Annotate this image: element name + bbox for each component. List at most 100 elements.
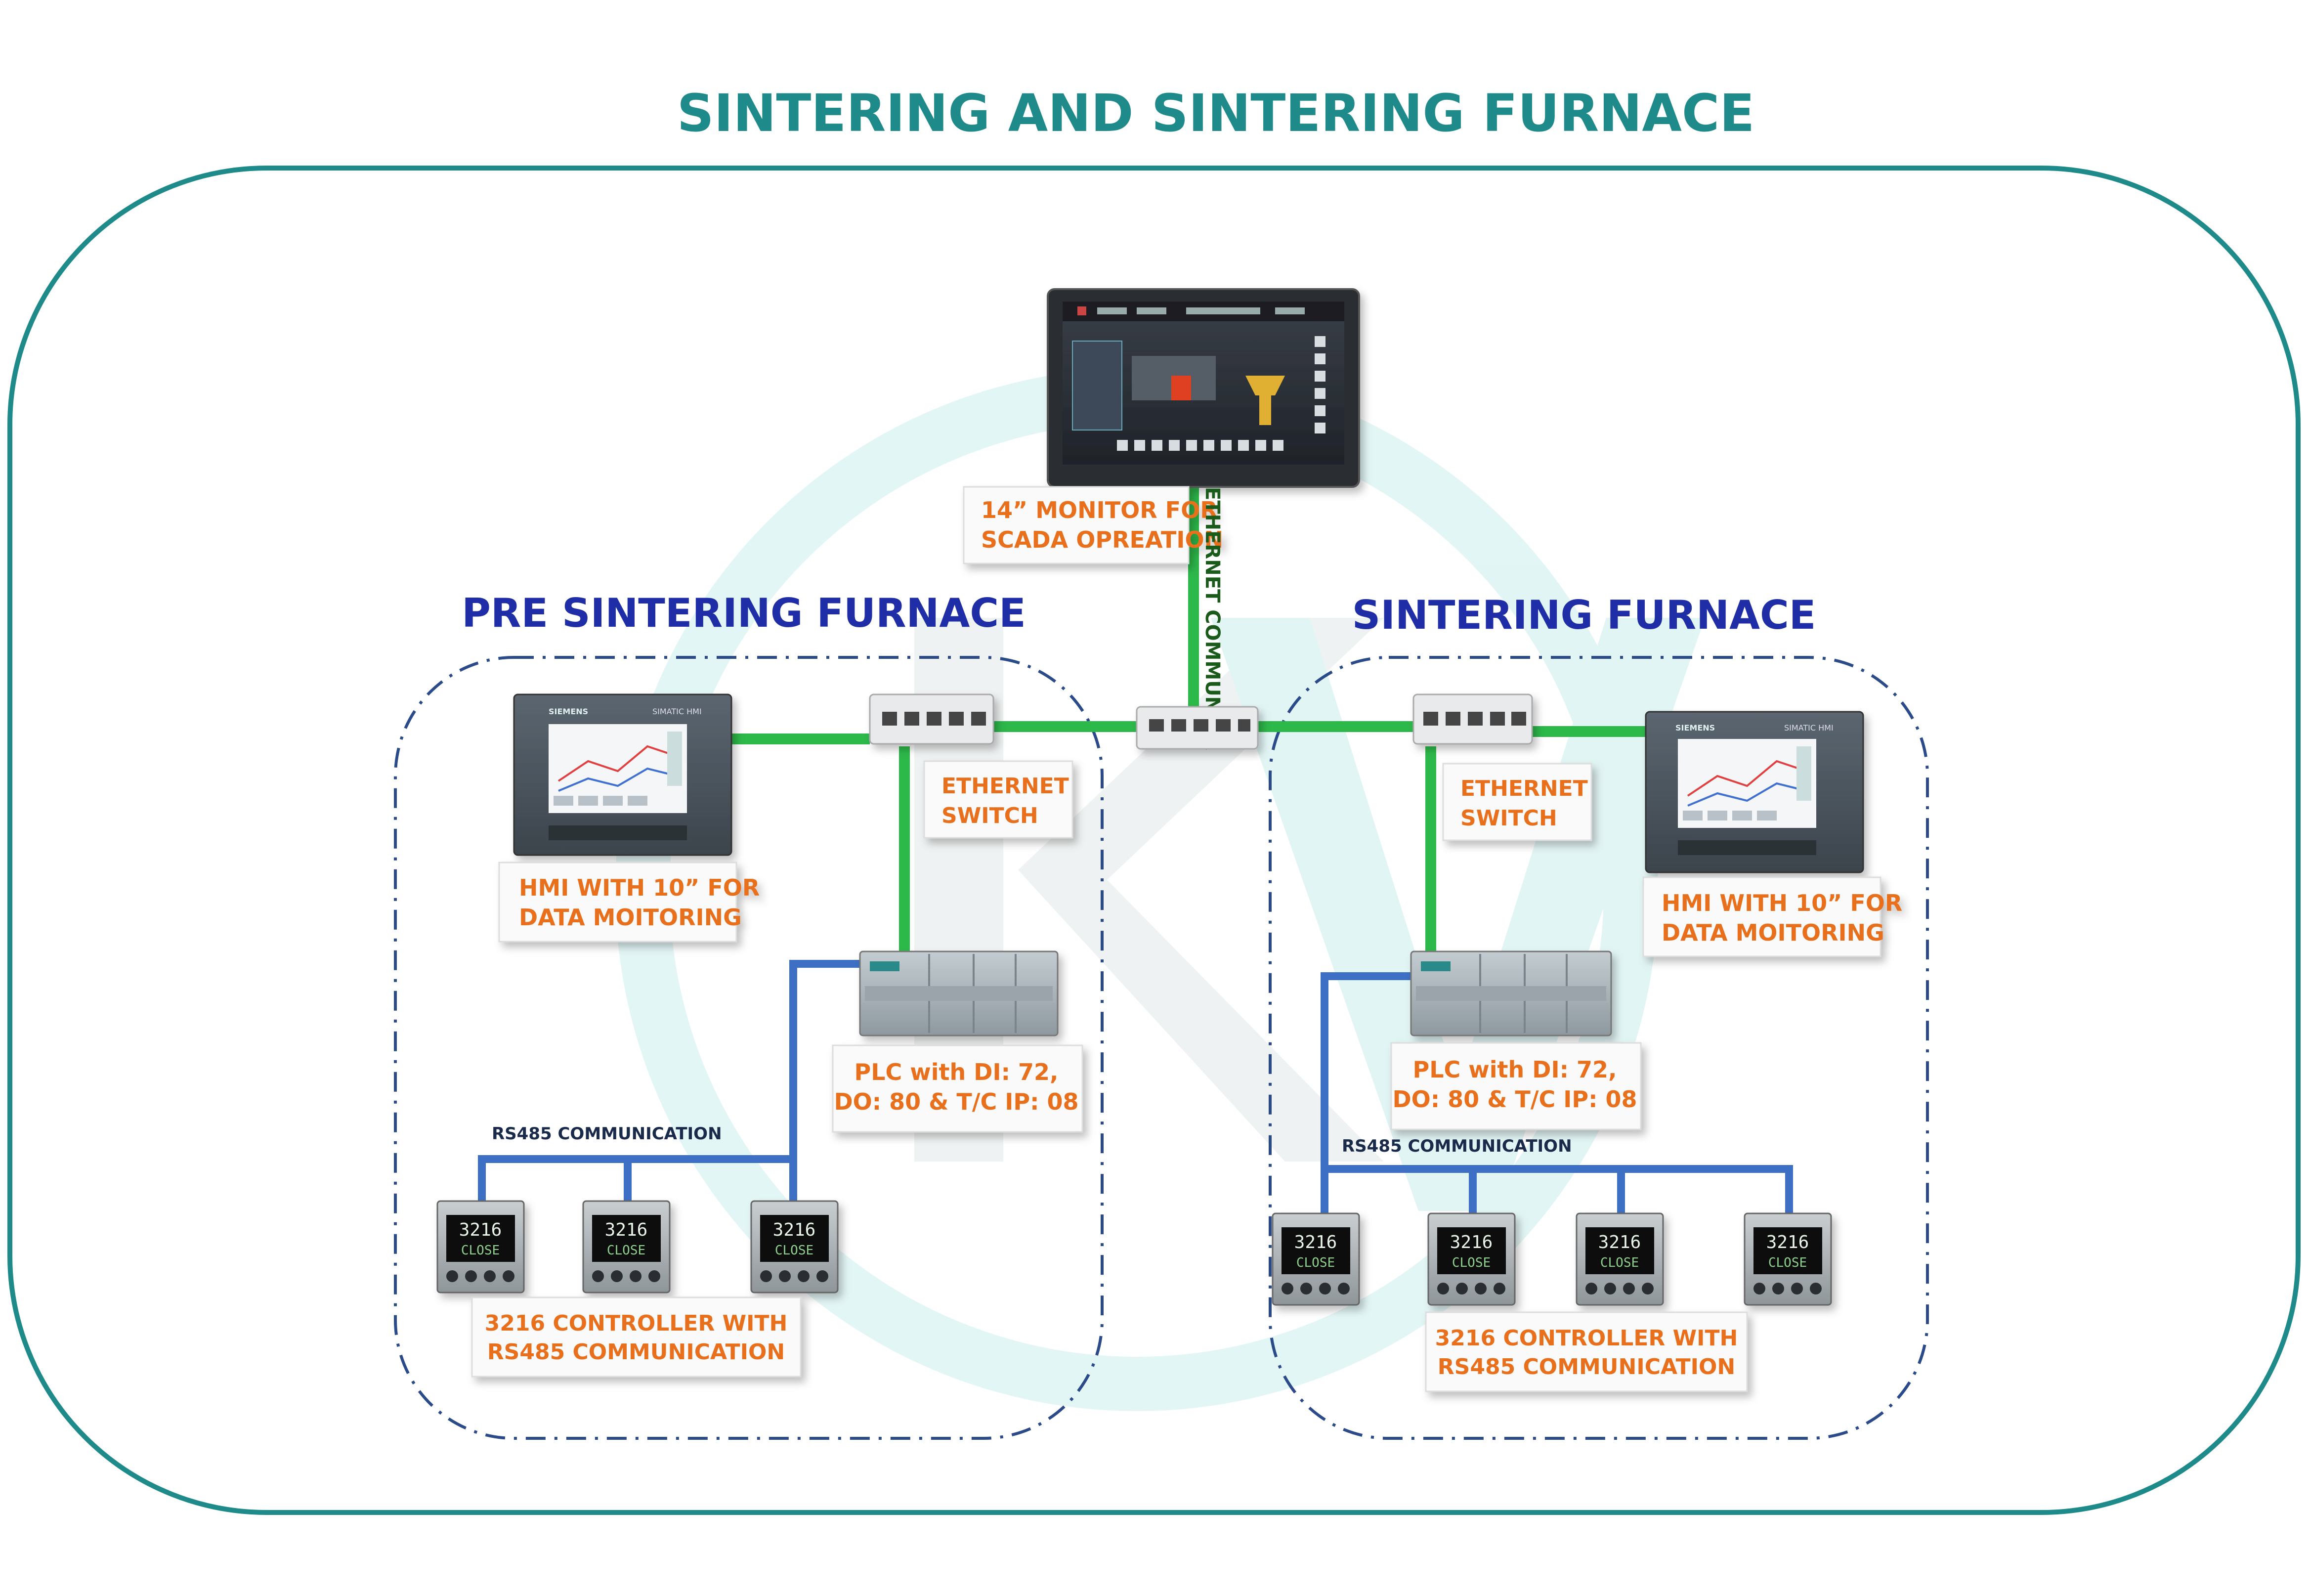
controller-key-icon [1475, 1283, 1487, 1294]
pre-sintering-title: PRE SINTERING FURNACE [462, 590, 1026, 636]
right-hmi-panel: SIEMENS SIMATIC HMI [1645, 711, 1864, 873]
left-switch-label-line1: ETHERNET [941, 774, 1069, 799]
left-plc-label-box: PLC with DI: 72, DO: 80 & T/C IP: 08 [832, 1044, 1083, 1133]
scada-monitor [1047, 288, 1360, 488]
left-plc-label-line2: DO: 80 & T/C IP: 08 [834, 1088, 1078, 1115]
right-plc-label-box: PLC with DI: 72, DO: 80 & T/C IP: 08 [1390, 1042, 1642, 1130]
controller-key-icon [592, 1270, 604, 1282]
controller-display-status: CLOSE [607, 1243, 645, 1258]
controller-key-icon [611, 1270, 623, 1282]
controller-display-status: CLOSE [775, 1243, 813, 1258]
right-hmi-model: SIMATIC HMI [1784, 723, 1834, 733]
outer-frame [7, 166, 2301, 1515]
controller-key-icon [816, 1270, 828, 1282]
controller-key-icon [1753, 1283, 1765, 1294]
pre-sintering-boundary [394, 656, 1104, 1440]
right-plc-label-line1: PLC with DI: 72, [1412, 1056, 1617, 1083]
left-controller-label-line2: RS485 COMMUNICATION [487, 1339, 785, 1365]
controller-display-value: 3216 [605, 1220, 648, 1240]
left-switch-label-box: ETHERNET SWITCH [923, 760, 1073, 839]
controller-key-icon [1623, 1283, 1635, 1294]
controller-key-icon [1456, 1283, 1468, 1294]
controller-key-icon [1338, 1283, 1350, 1294]
right-switch-label-line2: SWITCH [1460, 806, 1557, 831]
controller-display-value: 3216 [459, 1220, 502, 1240]
controller-display-status: CLOSE [1768, 1255, 1807, 1270]
rs485-links [478, 960, 1793, 1218]
monitor-label-line2: SCADA OPREATION [981, 526, 1223, 553]
controller-key-icon [1604, 1283, 1616, 1294]
controller-key-icon [1300, 1283, 1312, 1294]
left-switch-label-line2: SWITCH [941, 803, 1038, 828]
controller-display-status: CLOSE [1296, 1255, 1335, 1270]
controller-key-icon [484, 1270, 496, 1282]
right-controller-label-box: 3216 CONTROLLER WITH RS485 COMMUNICATION [1425, 1311, 1748, 1392]
controller-key-icon [1437, 1283, 1449, 1294]
controller-key-icon [503, 1270, 514, 1282]
right-controller-label-line2: RS485 COMMUNICATION [1438, 1354, 1735, 1380]
left-hmi-label-line2: DATA MOITORING [519, 904, 742, 931]
controller-key-icon [648, 1270, 660, 1282]
right-switch-label-box: ETHERNET SWITCH [1442, 763, 1592, 841]
controller-display-status: CLOSE [1452, 1255, 1491, 1270]
monitor-label-line1: 14” MONITOR FOR [981, 497, 1218, 523]
right-plc-label-line2: DO: 80 & T/C IP: 08 [1392, 1086, 1637, 1113]
controller-display-value: 3216 [1294, 1232, 1337, 1252]
right-switch-label-line1: ETHERNET [1460, 776, 1588, 801]
left-hmi-label-line1: HMI WITH 10” FOR [519, 874, 760, 901]
controller-key-icon [1642, 1283, 1654, 1294]
left-hmi-model: SIMATIC HMI [652, 707, 702, 716]
controller-key-icon [798, 1270, 810, 1282]
right-hmi-label-box: HMI WITH 10” FOR DATA MOITORING [1642, 876, 1902, 957]
controller-key-icon [630, 1270, 641, 1282]
controller-key-icon [1791, 1283, 1803, 1294]
controller-key-icon [1282, 1283, 1293, 1294]
right-hmi-label-line1: HMI WITH 10” FOR [1662, 890, 1902, 916]
controller-display-value: 3216 [773, 1220, 816, 1240]
right-hmi-label-line2: DATA MOITORING [1662, 919, 1884, 946]
right-controller-label-line1: 3216 CONTROLLER WITH [1435, 1326, 1738, 1351]
left-hmi-panel: SIEMENS SIMATIC HMI [513, 693, 732, 856]
controller-key-icon [1494, 1283, 1505, 1294]
controller-key-icon [1810, 1283, 1822, 1294]
core-ethernet-switch [1136, 706, 1259, 750]
left-hmi-brand: SIEMENS [549, 707, 588, 716]
controller-display-value: 3216 [1766, 1232, 1809, 1252]
ethernet-links [731, 487, 1646, 954]
right-plc [1410, 950, 1612, 1036]
left-controller-label-box: 3216 CONTROLLER WITH RS485 COMMUNICATION [471, 1296, 802, 1378]
controller-key-icon [760, 1270, 772, 1282]
controller-key-icon [446, 1270, 458, 1282]
controller-key-icon [1585, 1283, 1597, 1294]
left-hmi-label-box: HMI WITH 10” FOR DATA MOITORING [498, 862, 760, 943]
left-controller-label-line1: 3216 CONTROLLER WITH [485, 1311, 788, 1336]
monitor-label-box: 14” MONITOR FOR SCADA OPREATION [963, 486, 1223, 564]
controller-display-status: CLOSE [1600, 1255, 1639, 1270]
controller-key-icon [1319, 1283, 1331, 1294]
controller-key-icon [779, 1270, 791, 1282]
left-rs485-label: RS485 COMMUNICATION [492, 1124, 722, 1144]
controller-key-icon [1772, 1283, 1784, 1294]
controller-key-icon [465, 1270, 477, 1282]
controller-display-value: 3216 [1450, 1232, 1493, 1252]
controller-display-value: 3216 [1598, 1232, 1641, 1252]
right-rs485-label: RS485 COMMUNICATION [1342, 1136, 1572, 1156]
controller-display-status: CLOSE [461, 1243, 500, 1258]
right-hmi-brand: SIEMENS [1675, 723, 1715, 733]
left-ethernet-switch [869, 693, 994, 745]
page-title: SINTERING AND SINTERING FURNACE [677, 83, 1755, 143]
right-ethernet-switch [1412, 693, 1533, 745]
sintering-title: SINTERING FURNACE [1352, 592, 1816, 638]
left-plc [859, 950, 1059, 1036]
left-plc-label-line1: PLC with DI: 72, [854, 1059, 1058, 1085]
sintering-boundary [1269, 656, 1929, 1440]
